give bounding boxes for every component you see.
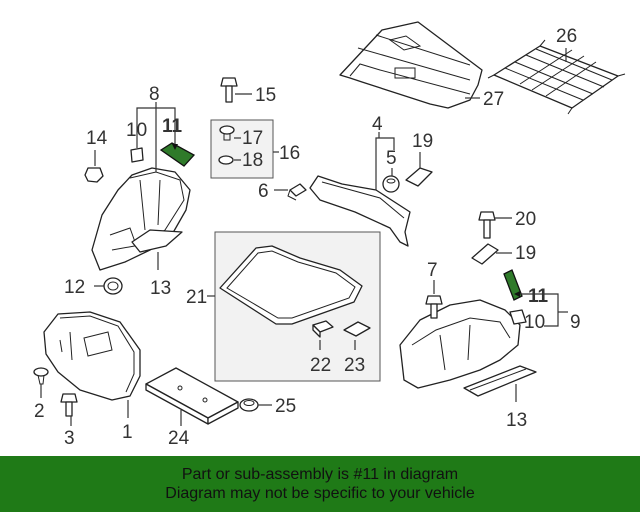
part-11-left xyxy=(159,142,196,167)
rail-13-right xyxy=(463,365,537,397)
caption-line-2: Diagram may not be specific to your vehi… xyxy=(165,485,475,502)
callout-17: 17 xyxy=(242,128,263,149)
callout-20: 20 xyxy=(515,209,536,230)
callout-16: 16 xyxy=(279,143,300,164)
caption-banner: Part or sub-assembly is #11 in diagram D… xyxy=(0,456,640,512)
callout-27: 27 xyxy=(483,89,504,110)
floor-board-24 xyxy=(145,367,239,425)
caption-line-1: Part or sub-assembly is #11 in diagram xyxy=(181,466,459,483)
bolt-7 xyxy=(425,295,443,319)
nut-14 xyxy=(84,167,104,183)
oring-18 xyxy=(218,155,234,165)
cover-1 xyxy=(43,311,141,401)
clip-2 xyxy=(33,367,49,385)
callout-23: 23 xyxy=(344,355,365,376)
bracket-19-upper xyxy=(405,167,433,187)
left-trunk-trim xyxy=(91,167,191,271)
callout-1: 1 xyxy=(122,422,133,443)
callout-13-right: 13 xyxy=(506,410,527,431)
callout-7: 7 xyxy=(427,260,438,281)
callout-19-lower: 19 xyxy=(515,243,536,264)
right-trunk-trim xyxy=(399,299,521,389)
callout-6: 6 xyxy=(258,181,269,202)
bracket-19-lower xyxy=(471,243,499,265)
callout-25: 25 xyxy=(275,396,296,417)
grommet-25 xyxy=(239,398,259,412)
callout-15: 15 xyxy=(255,85,276,106)
callout-11-left: 11 xyxy=(162,116,183,137)
grommet-12 xyxy=(103,277,123,295)
plug-5 xyxy=(382,175,400,193)
callout-19-upper: 19 xyxy=(412,131,433,152)
callout-10-right: 10 xyxy=(524,312,545,333)
bolt-3 xyxy=(60,393,78,417)
callout-9: 9 xyxy=(570,312,581,333)
cargo-net xyxy=(487,39,626,115)
callout-11-right: 11 xyxy=(528,286,549,307)
clip-17 xyxy=(219,125,235,141)
parts-diagram: 1 2 3 4 5 6 7 8 9 10 10 11 11 12 13 13 1… xyxy=(33,21,626,449)
callout-26: 26 xyxy=(556,26,577,47)
clip-10-left xyxy=(130,147,144,163)
callout-14: 14 xyxy=(86,128,108,149)
bolt-20 xyxy=(478,211,496,239)
callout-18: 18 xyxy=(242,150,263,171)
pad-23 xyxy=(343,321,371,337)
rear-panel-4 xyxy=(309,175,411,247)
rear-shelf xyxy=(339,21,483,109)
callout-21: 21 xyxy=(186,287,207,308)
callout-2: 2 xyxy=(34,401,45,422)
callout-22: 22 xyxy=(310,355,331,376)
bolt-15 xyxy=(220,77,238,103)
callout-8: 8 xyxy=(149,84,160,105)
clip-22 xyxy=(312,320,334,338)
clip-6 xyxy=(287,183,307,201)
clip-10-right xyxy=(509,309,527,325)
callout-5: 5 xyxy=(386,148,397,169)
callout-13-left: 13 xyxy=(150,278,171,299)
callout-4: 4 xyxy=(372,114,383,135)
callout-24: 24 xyxy=(168,428,190,449)
callout-12: 12 xyxy=(64,277,85,298)
callout-10-left: 10 xyxy=(126,120,147,141)
callout-3: 3 xyxy=(64,428,75,449)
bracket-13-left xyxy=(131,229,183,253)
